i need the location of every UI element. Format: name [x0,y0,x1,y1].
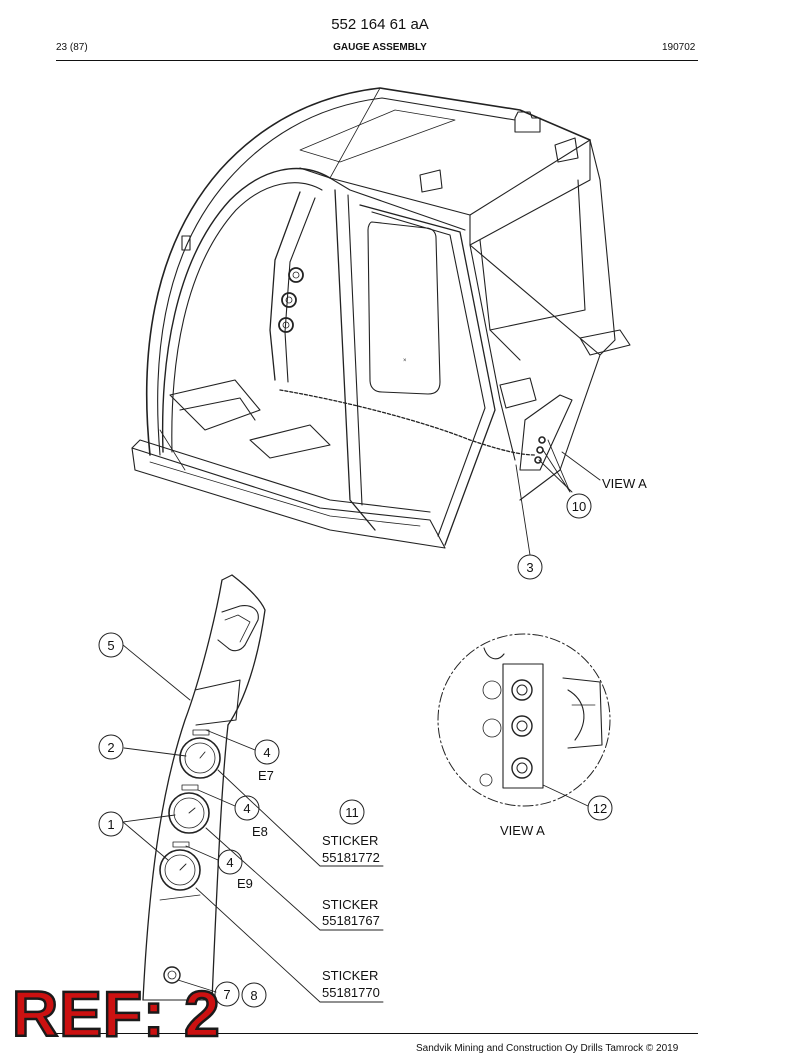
page-title: GAUGE ASSEMBLY [333,42,427,53]
footer-copyright: Sandvik Mining and Construction Oy Drill… [416,1043,679,1054]
callout-7-number: 7 [223,987,230,1002]
callout-2 [98,734,124,760]
sticker-2-number: 55181767 [322,913,380,928]
callout-3 [517,554,543,580]
callout-1 [98,811,124,837]
document-number: 552 164 61 aA [331,16,429,33]
sticker-3-number: 55181770 [322,985,380,1000]
callout-7 [214,981,240,1007]
callout-8 [241,982,267,1008]
callout-2-number: 2 [107,740,114,755]
callout-bubbles [98,493,613,1008]
callout-5-number: 5 [107,638,114,653]
callout-12 [587,795,613,821]
callout-11-number: 11 [345,805,359,820]
callout-12-number: 12 [593,801,607,816]
callout-10-number: 10 [572,499,586,514]
callout-11 [339,799,365,825]
callout-4-top-number: 4 [263,745,270,760]
view-a-top-label: VIEW A [602,476,647,491]
drawing-labels: VIEW A VIEW A E7 E8 E9 STICKER 55181772 … [237,476,647,1000]
callout-numbers: 10 3 5 2 4 4 11 12 1 4 7 8 [107,499,607,1003]
sticker-1-number: 55181772 [322,850,380,865]
callout-5 [98,632,124,658]
callout-4-mid [234,795,260,821]
view-a-detail [437,633,611,807]
sticker-2-label: STICKER [322,897,378,912]
page-date: 190702 [662,42,696,53]
connector-e7-label: E7 [258,768,274,783]
pillar-detail-view [122,574,384,1003]
sticker-3-label: STICKER [322,968,378,983]
footer-rule [56,1033,698,1034]
page-count: 23 (87) [56,42,88,53]
callout-4-top [254,739,280,765]
callout-10 [566,493,592,519]
view-a-detail-label: VIEW A [500,823,545,838]
connector-e8-label: E8 [252,824,268,839]
callout-1-number: 1 [107,817,114,832]
sticker-1-label: STICKER [322,833,378,848]
callout-4-bottom-number: 4 [226,855,233,870]
callout-4-mid-number: 4 [243,801,250,816]
callout-4-bottom [217,849,243,875]
callout-3-number: 3 [526,560,533,575]
ref-stamp: REF: 2 [11,978,221,1050]
svg-text:×: × [403,358,407,364]
callout-8-number: 8 [250,988,257,1003]
connector-e9-label: E9 [237,876,253,891]
header-rule [56,60,698,61]
cab-isometric-view: × [131,87,631,556]
